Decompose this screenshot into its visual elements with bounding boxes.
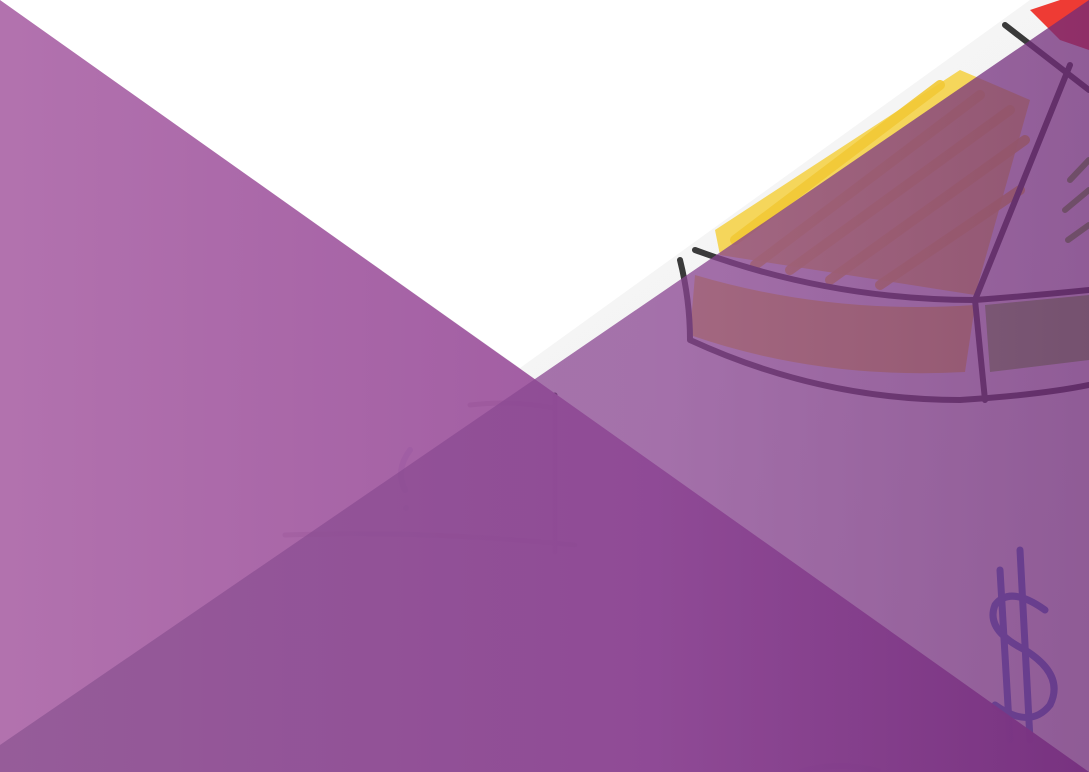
purple-diagonal-overlay — [0, 0, 1089, 772]
photo-stage — [0, 0, 1089, 772]
